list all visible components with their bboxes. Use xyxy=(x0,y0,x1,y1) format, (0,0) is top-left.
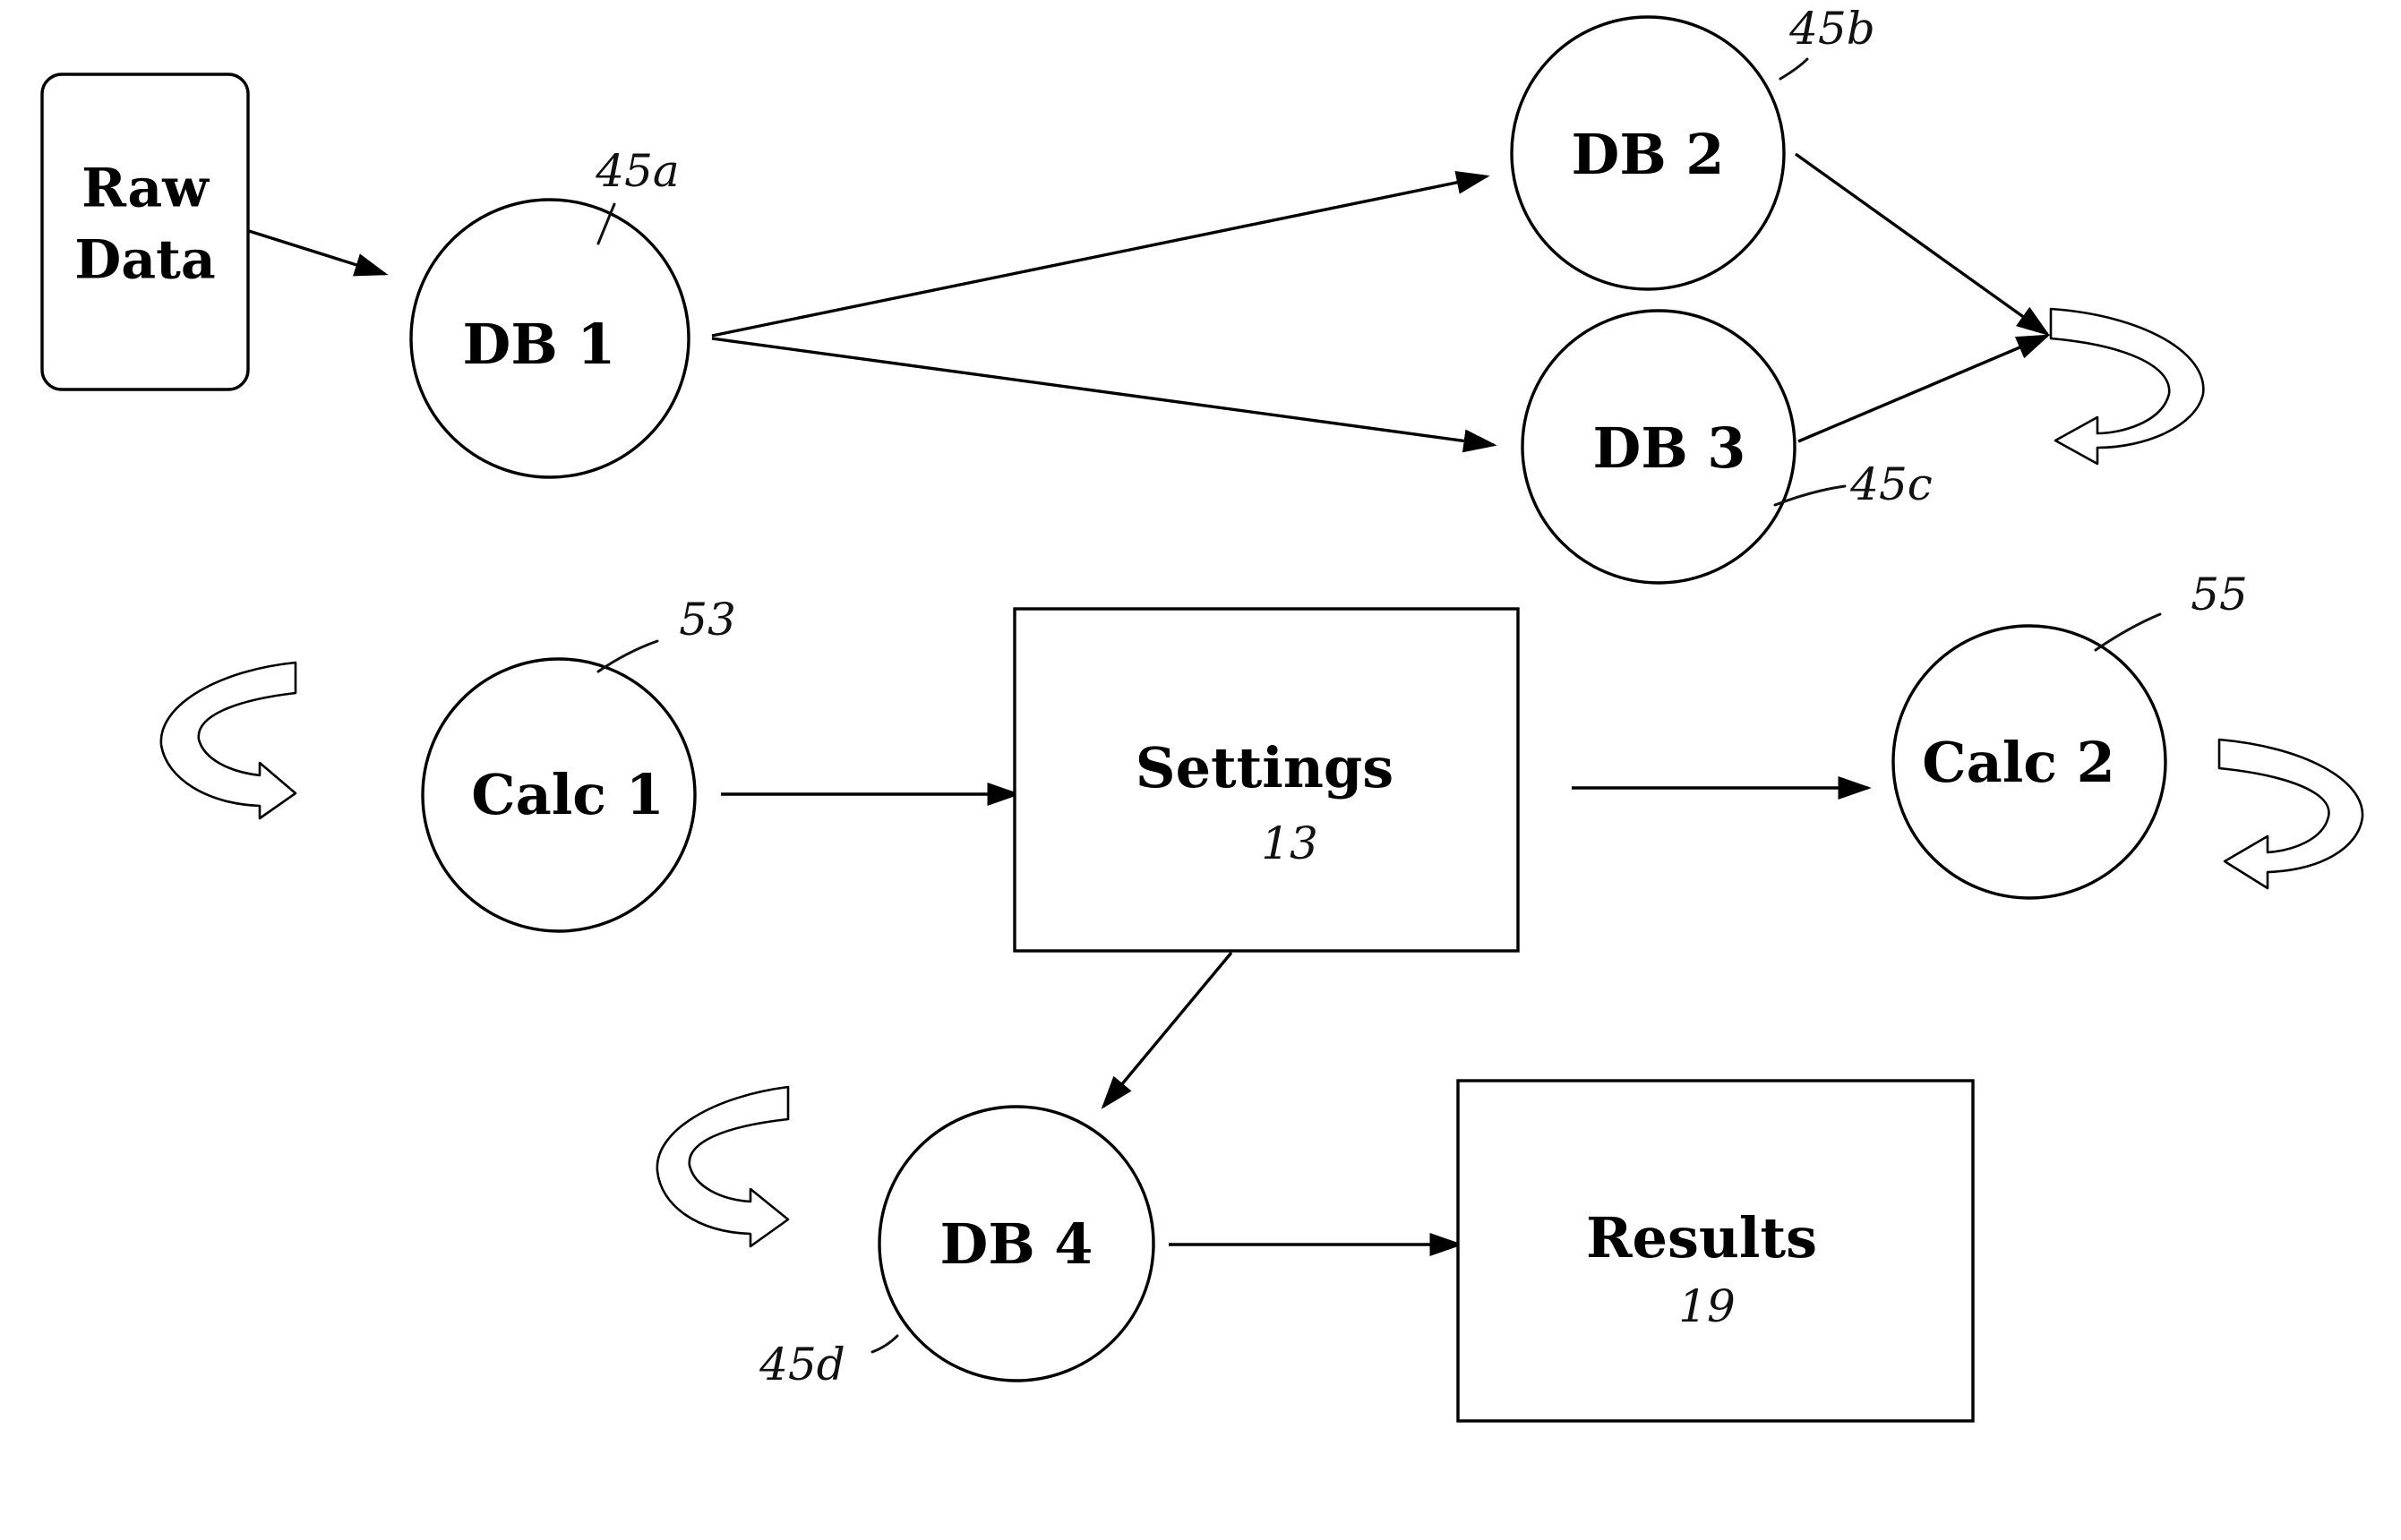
results-label: Results xyxy=(1586,1205,1817,1270)
edge-settings-to-db4 xyxy=(1103,953,1231,1107)
db1-label: DB 1 xyxy=(463,312,616,377)
edge-db2-to-merge xyxy=(1796,154,2047,334)
edge-db1-to-db2 xyxy=(712,176,1487,336)
db2-ref-callout: 45b xyxy=(1780,3,1875,79)
edge-db1-to-db3 xyxy=(712,338,1494,445)
db2-ref-number: 45b xyxy=(1788,3,1875,55)
db3-node: DB 3 xyxy=(1522,311,1795,583)
db3-label: DB 3 xyxy=(1593,415,1746,481)
db4-ref-callout: 45d xyxy=(759,1336,897,1390)
calc1-node: Calc 1 xyxy=(423,659,695,931)
settings-label: Settings xyxy=(1136,735,1393,800)
db4-label: DB 4 xyxy=(940,1211,1093,1277)
edge-db3-to-merge xyxy=(1798,336,2047,441)
calc2-loop-arrow-icon xyxy=(2219,740,2362,888)
raw-data-label-line2: Data xyxy=(74,229,216,292)
calc2-ref-callout: 55 xyxy=(2096,569,2248,650)
db1-node: DB 1 xyxy=(411,200,689,477)
db3-ref-callout: 45c xyxy=(1775,458,1933,510)
settings-node: Settings 13 xyxy=(1015,609,1518,951)
raw-data-node: Raw Data xyxy=(42,74,248,389)
calc1-label: Calc 1 xyxy=(471,762,665,827)
edge-raw-to-db1 xyxy=(249,231,385,274)
calc1-loop-arrow-icon xyxy=(161,663,296,818)
calc1-ref-callout: 53 xyxy=(598,594,736,672)
calc2-ref-number: 55 xyxy=(2191,569,2248,620)
raw-data-label-line1: Raw xyxy=(81,158,210,220)
db1-ref-number: 45a xyxy=(595,145,679,197)
results-ref-number: 19 xyxy=(1678,1280,1736,1332)
calc1-ref-number: 53 xyxy=(679,594,736,646)
db2-label: DB 2 xyxy=(1572,122,1725,187)
db4-ref-number: 45d xyxy=(759,1339,845,1390)
db3-ref-number: 45c xyxy=(1849,458,1933,510)
db2-node: DB 2 xyxy=(1512,17,1784,289)
db4-node: DB 4 xyxy=(879,1107,1153,1381)
settings-ref-number: 13 xyxy=(1261,817,1318,869)
calc2-label: Calc 2 xyxy=(1922,730,2115,795)
merge-loop-arrow-icon xyxy=(2051,309,2203,464)
results-node: Results 19 xyxy=(1458,1081,1973,1421)
calc2-node: Calc 2 xyxy=(1893,626,2165,898)
db4-loop-arrow-icon xyxy=(657,1087,788,1246)
